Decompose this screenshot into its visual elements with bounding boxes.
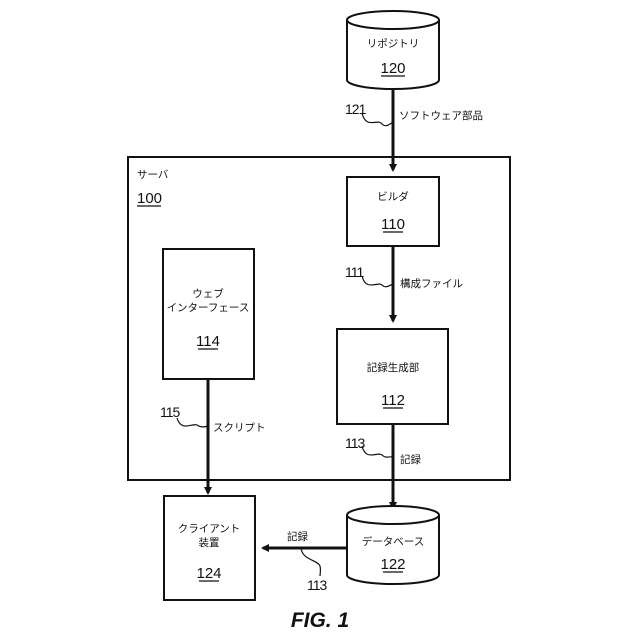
- repository-label: リポジトリ: [367, 38, 420, 50]
- repository-cylinder: リポジトリ 120: [347, 11, 439, 89]
- database-ref: 122: [380, 556, 405, 573]
- builder-label: ビルダ: [377, 190, 409, 203]
- arrow-111-ref: 111: [345, 264, 364, 280]
- arrow-113a-ref: 113: [345, 435, 366, 451]
- arrow-115-ref: 115: [160, 404, 181, 420]
- repository-ref: 120: [380, 60, 405, 77]
- web-interface-label-line2: インターフェース: [167, 302, 250, 314]
- web-interface-label-line1: ウェブ: [192, 287, 224, 300]
- arrow-record-to-client: 113 記録: [263, 530, 347, 593]
- arrow-script: 115 スクリプト: [160, 379, 266, 493]
- arrow-113b-ref: 113: [307, 577, 328, 593]
- arrow-115-label: スクリプト: [213, 422, 266, 434]
- arrow-113a-label: 記録: [400, 453, 421, 466]
- arrow-121-ref: 121: [345, 101, 367, 117]
- record-generator-box: 記録生成部 112: [337, 329, 448, 424]
- arrow-111-label: 構成ファイル: [400, 277, 463, 290]
- arrow-121-label: ソフトウェア部品: [399, 109, 483, 122]
- client-ref: 124: [196, 565, 221, 582]
- client-label-line2: 装置: [199, 536, 220, 549]
- arrow-record-to-db: 113 記録: [345, 424, 421, 508]
- arrow-113b-label: 記録: [287, 530, 308, 543]
- arrow-config-file: 111 構成ファイル: [345, 246, 463, 321]
- client-label-line1: クライアント: [178, 523, 241, 535]
- builder-ref: 110: [381, 216, 405, 233]
- web-interface-box: ウェブ インターフェース 114: [163, 249, 254, 379]
- database-cylinder: データベース 122: [347, 506, 439, 584]
- record-generator-ref: 112: [381, 392, 405, 409]
- server-label: サーバ: [137, 169, 169, 181]
- server-ref: 100: [137, 190, 162, 207]
- record-generator-label: 記録生成部: [367, 361, 420, 374]
- database-label: データベース: [362, 535, 424, 548]
- figure-caption: FIG. 1: [291, 609, 349, 632]
- web-interface-ref: 114: [196, 333, 220, 350]
- client-device-box: クライアント 装置 124: [164, 496, 255, 600]
- builder-box: ビルダ 110: [347, 177, 439, 246]
